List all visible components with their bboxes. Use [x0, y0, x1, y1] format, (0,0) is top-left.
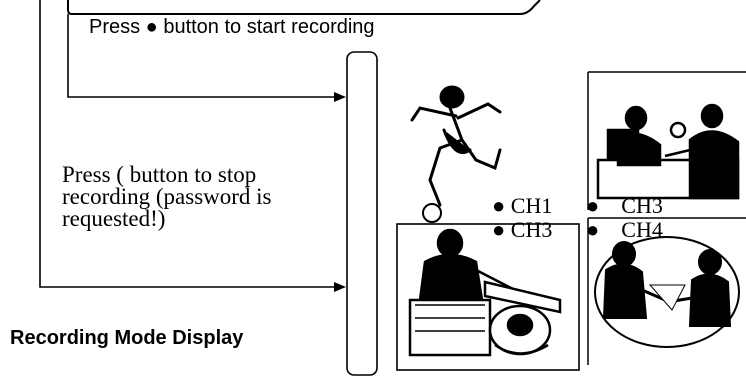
channel-label-ch3-bottom: ● CH3	[492, 217, 553, 242]
stop-arrow-head	[334, 282, 346, 292]
callout-frame	[67, 0, 541, 15]
ch3-bottom-frame	[396, 223, 580, 371]
recording-mode-bar	[346, 51, 378, 376]
desk-worker-illustration	[408, 228, 562, 357]
stop-flow-line	[39, 0, 336, 288]
channel-label-ch4: ● CH4	[586, 217, 663, 242]
office-meeting-illustration	[596, 103, 740, 200]
handshake-meeting-illustration	[594, 236, 740, 348]
start-recording-note: Press ● button to start recording	[89, 16, 375, 38]
channel-label-ch1: ● CH1	[492, 193, 553, 218]
start-arrow-head	[334, 92, 346, 102]
recording-mode-display-title: Recording Mode Display	[10, 327, 244, 349]
channel-label-ch3-top: ● CH3	[586, 193, 663, 218]
start-flow-line	[67, 14, 336, 98]
soccer-player-illustration	[410, 85, 502, 223]
stop-recording-note: Press ( button to stop recording (passwo…	[62, 162, 272, 231]
